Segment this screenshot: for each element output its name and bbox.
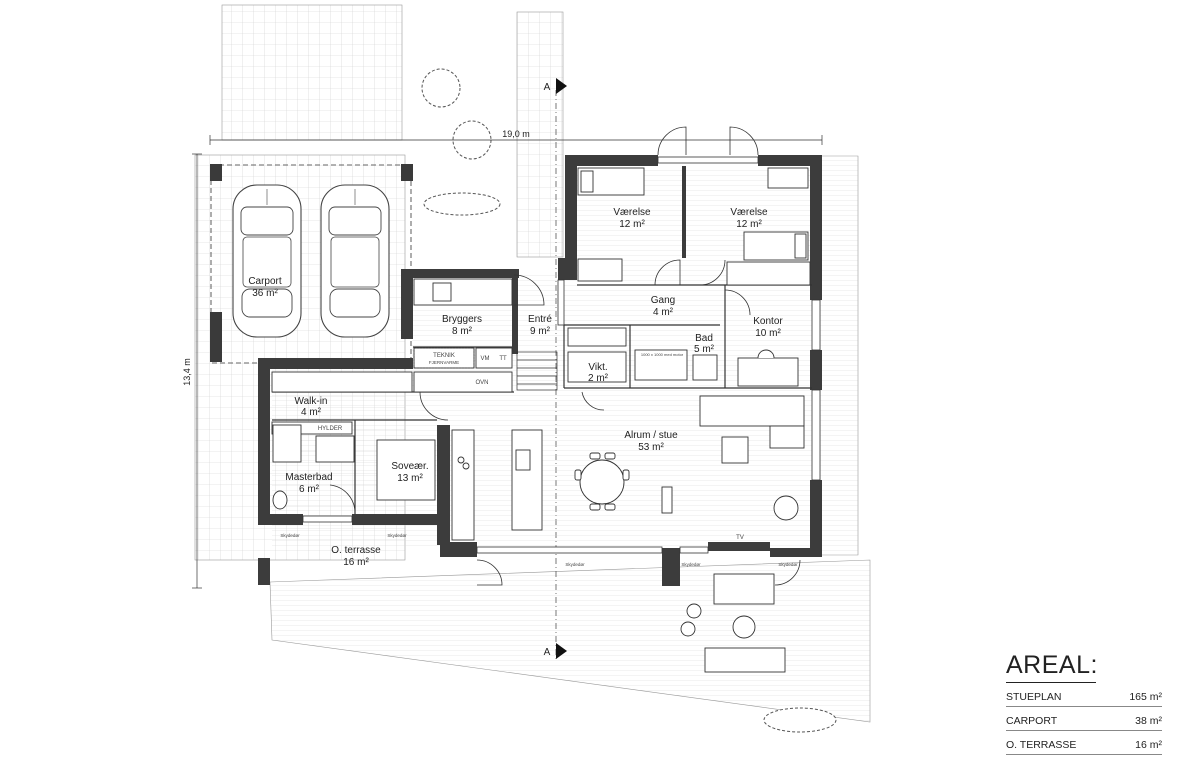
walls [258, 155, 822, 586]
room-carport: Carport 36 m² [248, 276, 282, 299]
teknik-label: TEKNIK [433, 353, 455, 359]
carport-post [210, 164, 222, 181]
room-area: 2 m² [588, 373, 609, 384]
area-value: 165 m² [1129, 691, 1162, 703]
section-arrow-icon [556, 643, 567, 659]
room-area: 4 m² [653, 307, 674, 318]
area-value: 38 m² [1135, 715, 1162, 727]
tt-label: TT [499, 356, 507, 362]
section-marker-bottom: A [544, 647, 551, 658]
skydedor-label: Skydedør [387, 533, 407, 538]
room-walkin: Walk-in 4 m² [295, 396, 328, 418]
room-name: O. terrasse [331, 545, 381, 556]
dim-depth-label: 13,4 m [182, 358, 192, 386]
skydedor-label: Skydedør [565, 562, 585, 567]
area-summary: AREAL: STUEPLAN 165 m² CARPORT 38 m² O. … [1006, 650, 1162, 755]
area-row-carport: CARPORT 38 m² [1006, 715, 1162, 731]
room-area: 9 m² [530, 326, 551, 337]
vm-label: VM [481, 356, 490, 362]
room-area: 16 m² [343, 557, 369, 568]
room-terrasse: O. terrasse 16 m² [331, 545, 381, 568]
room-alrum: Alrum / stue 53 m² [624, 430, 678, 453]
room-name: Værelse [613, 207, 651, 218]
room-name: Gang [651, 295, 675, 306]
area-label: O. TERRASSE [1006, 739, 1077, 751]
brusedor-label: 1000 x 1000 med motor [641, 352, 684, 357]
room-area: 5 m² [694, 344, 715, 355]
section-arrow-icon [556, 78, 567, 94]
room-name: Kontor [753, 316, 783, 327]
area-row-stueplan: STUEPLAN 165 m² [1006, 691, 1162, 707]
room-area: 12 m² [736, 219, 762, 230]
room-area: 12 m² [619, 219, 645, 230]
room-bryggers: Bryggers 8 m² [442, 314, 482, 337]
room-name: Vikt. [588, 362, 607, 373]
room-name: Carport [248, 276, 282, 287]
room-name: Bad [695, 333, 713, 344]
room-area: 10 m² [755, 328, 781, 339]
room-vikt: Vikt. 2 m² [588, 362, 609, 384]
area-value: 16 m² [1135, 739, 1162, 751]
room-name: Walk-in [295, 396, 328, 407]
paving-top [221, 4, 403, 141]
room-name: Masterbad [285, 472, 332, 483]
terrace-right [819, 155, 859, 556]
skydedor-label: Skydedør [280, 533, 300, 538]
room-name: Soveær. [391, 461, 428, 472]
windows [302, 156, 821, 554]
stairs [516, 351, 558, 391]
room-sovevaer: Soveær. 13 m² [391, 461, 428, 484]
skydedor-label: Skydedør [681, 562, 701, 567]
section-marker-top: A [544, 82, 551, 93]
carport-post [401, 164, 413, 181]
room-name: Værelse [730, 207, 768, 218]
room-name: Entré [528, 314, 552, 325]
room-name: Bryggers [442, 314, 482, 325]
area-row-terrasse: O. TERRASSE 16 m² [1006, 739, 1162, 755]
dim-width-label: 19,0 m [502, 129, 530, 139]
hylder-label: HYLDER [318, 426, 343, 432]
tv-label-living: TV [736, 535, 744, 541]
shrub-icon [763, 707, 837, 733]
room-area: 13 m² [397, 473, 423, 484]
furniture [271, 167, 811, 673]
room-masterbad: Masterbad 6 m² [285, 472, 332, 495]
ovn-label: OVN [475, 380, 488, 386]
doors [329, 126, 801, 586]
skydedor-label: Skydedør [778, 562, 798, 567]
area-label: STUEPLAN [1006, 691, 1062, 703]
fjernvarme-label: FJERNVARME [429, 360, 459, 365]
room-area: 36 m² [252, 288, 278, 299]
room-name: Alrum / stue [624, 430, 678, 441]
room-area: 4 m² [301, 407, 322, 418]
room-vaerelse-1: Værelse 12 m² [613, 207, 651, 230]
room-vaerelse-2: Værelse 12 m² [730, 207, 768, 230]
room-kontor: Kontor 10 m² [753, 316, 783, 339]
room-bad: Bad 5 m² [694, 333, 715, 355]
room-gang: Gang 4 m² [651, 295, 675, 318]
paving-path [516, 11, 564, 258]
area-summary-title: AREAL: [1006, 650, 1097, 683]
car-icon [320, 184, 390, 338]
room-area: 8 m² [452, 326, 473, 337]
tree-icon [421, 68, 461, 108]
shrub-icon [423, 192, 501, 216]
room-entre: Entré 9 m² [528, 314, 552, 337]
room-area: 53 m² [638, 442, 664, 453]
carport-post [210, 312, 222, 362]
car-icon [232, 184, 302, 338]
room-area: 6 m² [299, 484, 320, 495]
area-label: CARPORT [1006, 715, 1058, 727]
teknik-box [413, 347, 475, 369]
